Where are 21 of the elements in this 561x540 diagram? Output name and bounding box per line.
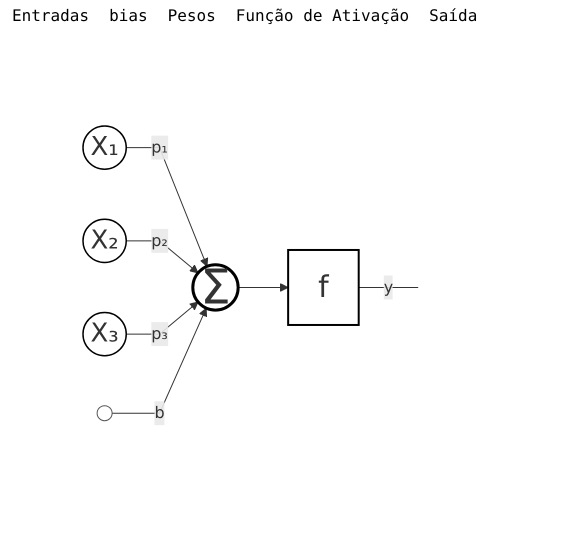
label-text: Pesos	[168, 6, 216, 25]
node-circle: X₃	[82, 312, 127, 357]
connector	[358, 287, 419, 288]
arrow	[112, 308, 207, 414]
node-circle: X₁	[82, 126, 127, 170]
node-circle	[96, 406, 113, 422]
arrow	[126, 302, 198, 335]
label-text: Saída	[429, 6, 478, 25]
label-text: Função de Ativação	[236, 6, 410, 25]
edge-label: p₁	[151, 138, 168, 158]
node-circle: Σ	[191, 264, 240, 312]
label-text: bias	[109, 6, 148, 25]
edge-label: p₃	[151, 324, 168, 344]
node-circle: X₂	[82, 218, 127, 264]
arrow	[238, 283, 288, 292]
label-text: Entradas	[12, 6, 90, 25]
edge-label: y	[384, 278, 394, 297]
arrow	[126, 240, 198, 274]
edge-label: b	[154, 404, 165, 423]
arrow	[126, 148, 208, 268]
edge-label: p₂	[151, 231, 168, 250]
